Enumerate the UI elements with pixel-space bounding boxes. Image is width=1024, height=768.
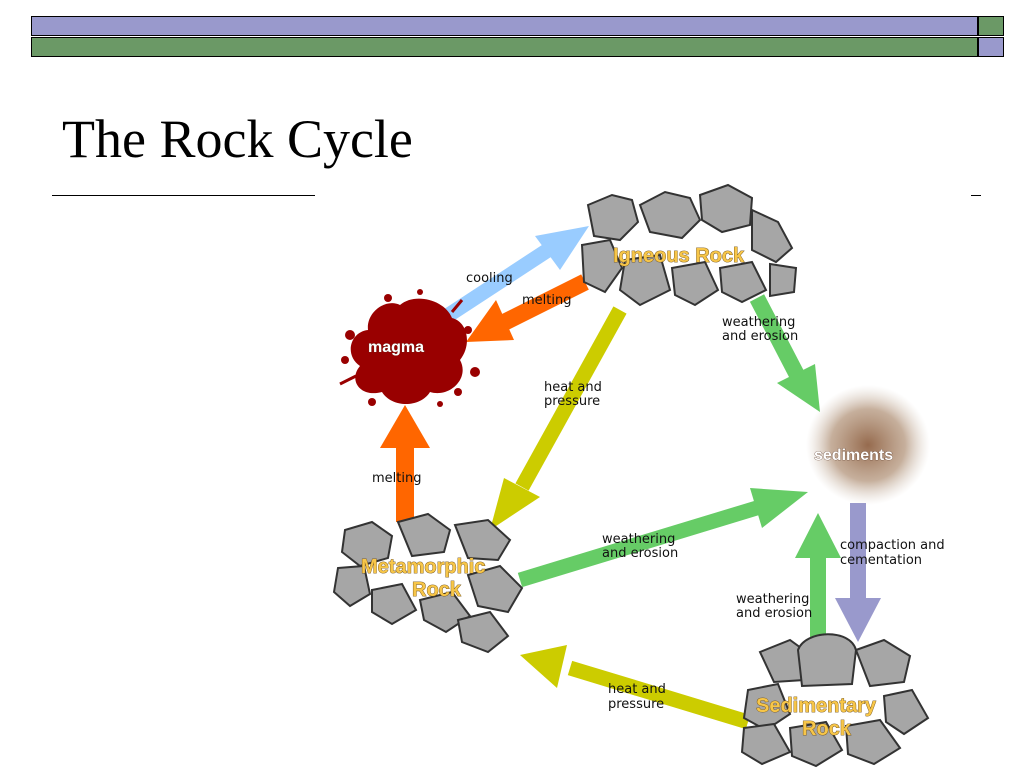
magma-label: magma	[368, 339, 424, 356]
magma-splash	[339, 289, 480, 407]
label-heat-igneous-1: heat and	[544, 380, 602, 395]
label-weathering-sedimentary-2: and erosion	[736, 606, 812, 621]
label-melting-igneous: melting	[522, 293, 571, 308]
label-cooling: cooling	[466, 271, 513, 286]
label-compaction-2: cementation	[840, 553, 922, 568]
title-underline	[52, 195, 315, 196]
metamorphic-rock-pile	[332, 512, 524, 654]
arrow-heat-pressure-igneous	[490, 306, 627, 530]
label-heat-sedimentary-2: pressure	[608, 697, 664, 712]
label-weathering-sedimentary-1: weathering	[736, 592, 809, 607]
sediments-cloud	[806, 385, 930, 505]
metamorphic-label-line2: Rock	[412, 579, 462, 601]
sedimentary-label-line2: Rock	[802, 718, 852, 740]
header-band-corner-bottom	[978, 37, 1004, 57]
sedimentary-rock-pile	[740, 633, 930, 768]
label-weathering-igneous-2: and erosion	[722, 329, 798, 344]
label-weathering-metamorphic-2: and erosion	[602, 546, 678, 561]
page-title: The Rock Cycle	[62, 109, 413, 169]
header-band	[31, 16, 1004, 58]
sediments-label: sediments	[814, 447, 893, 464]
sedimentary-label-line1: Sedimentary	[756, 695, 877, 717]
arrow-weathering-igneous	[749, 294, 820, 412]
title-underline-end	[971, 195, 981, 196]
label-melting-metamorphic: melting	[372, 471, 421, 486]
arrow-weathering-metamorphic	[517, 488, 808, 588]
header-band-corner-top	[978, 16, 1004, 36]
header-band-bottom	[31, 37, 978, 57]
label-weathering-metamorphic-1: weathering	[602, 532, 675, 547]
label-heat-igneous-2: pressure	[544, 394, 600, 409]
arrow-compaction	[835, 503, 881, 642]
arrow-heat-pressure-sedimentary	[520, 645, 751, 730]
header-band-top	[31, 16, 978, 36]
metamorphic-label-line1: Metamorphic	[361, 556, 485, 578]
igneous-rock-pile	[580, 183, 798, 307]
arrow-melting-metamorphic	[380, 405, 430, 522]
label-compaction-1: compaction and	[840, 538, 945, 553]
igneous-rock-label: Igneous Rock	[613, 245, 745, 267]
label-heat-sedimentary-1: heat and	[608, 682, 666, 697]
rock-cycle-diagram: magma sediments Igneous Rock Metamorphic…	[330, 175, 990, 768]
arrow-melting-igneous	[466, 274, 589, 342]
label-weathering-igneous-1: weathering	[722, 315, 795, 330]
arrow-cooling	[433, 226, 589, 329]
